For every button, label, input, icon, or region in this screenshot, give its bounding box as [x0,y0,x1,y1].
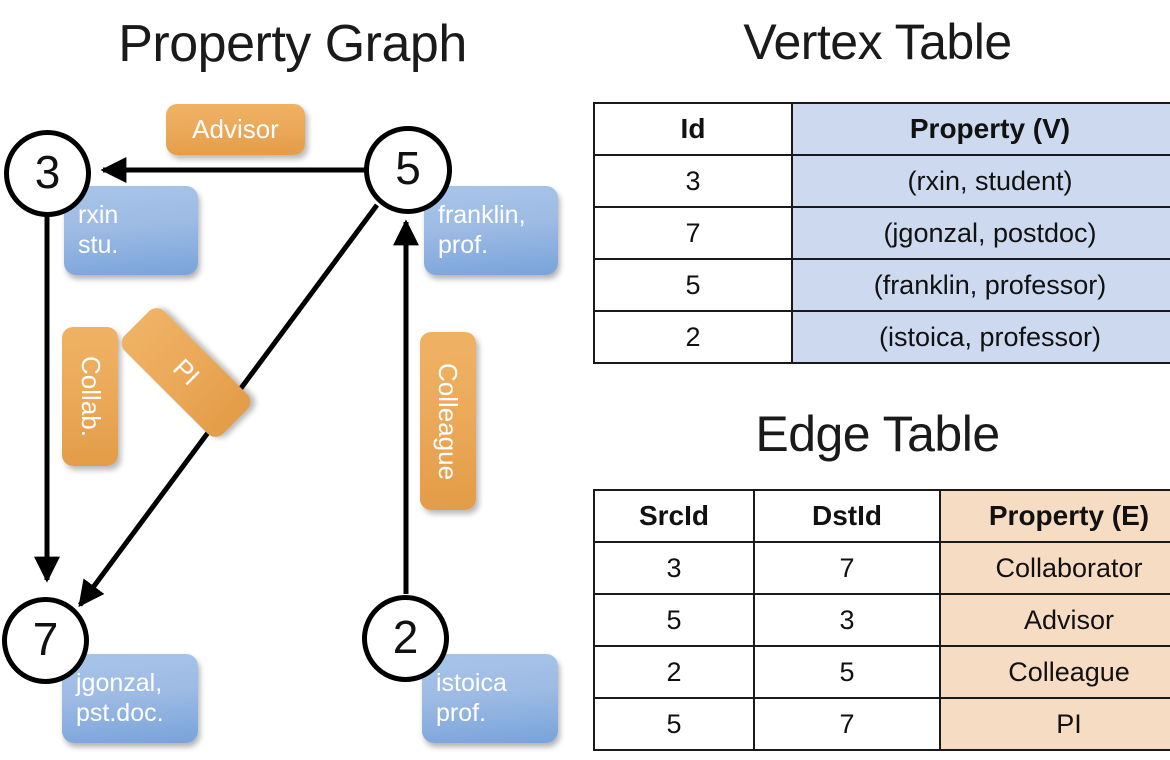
property-graph-diagram: Advisor Collab. PI Colleague rxin stu. f… [2,104,558,743]
vertex-property-line: stu. [78,231,119,259]
edge-cell-property: Colleague [939,645,1170,699]
table-row: 2 5 Colleague [593,645,1170,699]
edge-cell-srcid: 2 [593,645,755,699]
vertex-cell-id: 7 [593,206,793,260]
edge-cell-property: Collaborator [939,541,1170,595]
graph-node-3[interactable]: 3 [4,130,91,217]
table-row: 3 7 Collaborator [593,541,1170,595]
edge-label-pi-text: PI [167,352,206,392]
edge-label-collab: Collab. [62,327,118,466]
edge-header-dstid: DstId [753,489,941,543]
edge-cell-srcid: 5 [593,697,755,751]
graph-node-7[interactable]: 7 [2,597,89,684]
edge-label-collab-text: Collab. [75,356,106,437]
vertex-property-line: pst.doc. [76,699,164,727]
edge-label-colleague: Colleague [420,332,476,510]
vertex-property-line: jgonzal, [76,669,163,697]
table-header-row: SrcId DstId Property (E) [593,489,1170,543]
edge-table: SrcId DstId Property (E) 3 7 Collaborato… [593,489,1170,751]
vertex-cell-property: (jgonzal, postdoc) [791,206,1170,260]
edge-header-srcid: SrcId [593,489,755,543]
vertex-cell-id: 5 [593,258,793,312]
vertex-cell-id: 2 [593,310,793,364]
graph-node-7-label: 7 [32,612,59,665]
graph-node-3-label: 3 [34,145,61,198]
table-row: 5 3 Advisor [593,593,1170,647]
vertex-header-property: Property (V) [791,102,1170,156]
edge-label-colleague-text: Colleague [433,362,464,480]
graph-node-5[interactable]: 5 [364,126,452,214]
page-title-vertex-table: Vertex Table [743,14,1012,70]
vertex-cell-id: 3 [593,154,793,208]
edge-header-property: Property (E) [939,489,1170,543]
edge-cell-dstid: 7 [753,697,941,751]
edge-label-advisor: Advisor [166,104,305,155]
vertex-table: Id Property (V) 3 (rxin, student) 7 (jgo… [593,102,1170,364]
vertex-cell-property: (rxin, student) [791,154,1170,208]
vertex-property-line: prof. [436,699,487,727]
edge-cell-property: PI [939,697,1170,751]
vertex-property-line: istoica [436,669,507,697]
vertex-property-line: franklin, [438,201,526,229]
edge-cell-srcid: 3 [593,541,755,595]
edge-cell-dstid: 3 [753,593,941,647]
table-header-row: Id Property (V) [593,102,1170,156]
graph-node-2[interactable]: 2 [362,595,449,682]
vertex-cell-property: (istoica, professor) [791,310,1170,364]
table-row: 2 (istoica, professor) [593,310,1170,364]
graph-node-5-label: 5 [395,142,421,194]
vertex-cell-property: (franklin, professor) [791,258,1170,312]
edge-label-advisor-text: Advisor [192,114,279,144]
vertex-property-line: rxin [78,201,119,229]
edge-cell-dstid: 5 [753,645,941,699]
vertex-property-box-7: jgonzal, pst.doc. [62,654,198,743]
graph-node-2-label: 2 [392,610,419,663]
page-title-property-graph: Property Graph [118,15,467,73]
table-row: 7 (jgonzal, postdoc) [593,206,1170,260]
vertex-property-line: prof. [438,231,489,259]
vertex-property-box-3: rxin stu. [64,186,198,275]
edge-cell-property: Advisor [939,593,1170,647]
edge-cell-dstid: 7 [753,541,941,595]
table-row: 5 (franklin, professor) [593,258,1170,312]
page-title-edge-table: Edge Table [755,406,1000,462]
vertex-property-box-2: istoica prof. [422,654,558,743]
vertex-property-box-5: franklin, prof. [424,186,558,275]
vertex-header-id: Id [593,102,793,156]
table-row: 3 (rxin, student) [593,154,1170,208]
table-row: 5 7 PI [593,697,1170,751]
edge-cell-srcid: 5 [593,593,755,647]
